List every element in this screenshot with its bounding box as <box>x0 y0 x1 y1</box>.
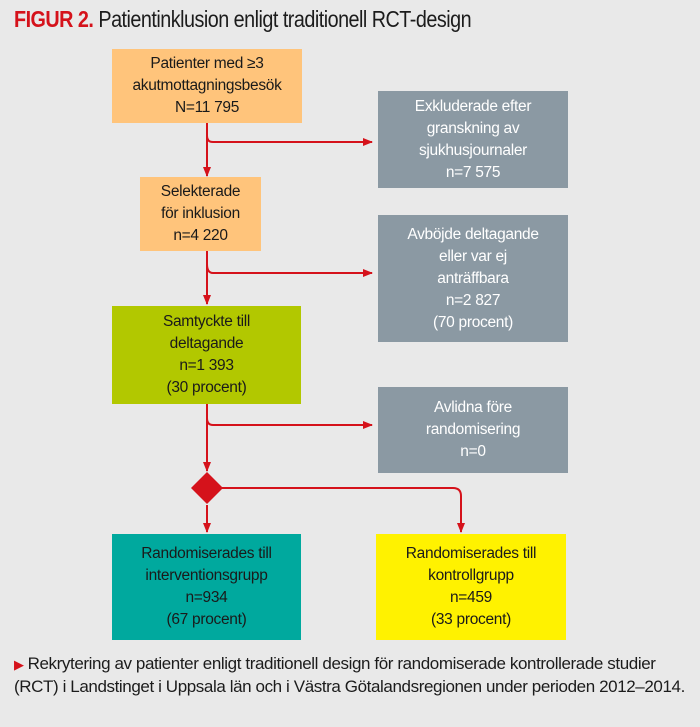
randomization-diamond <box>191 472 223 504</box>
arrow-consented-to-deceased <box>206 417 373 429</box>
arrow-patients-to-excluded <box>206 135 373 146</box>
caption-text: Rekrytering av patienter enligt traditio… <box>14 654 685 696</box>
box-deceased-line: n=0 <box>460 443 486 460</box>
box-excluded-line: Exkluderade efter <box>414 97 532 115</box>
box-declined-line: n=2 827 <box>445 291 501 309</box>
arrow-selected-to-declined <box>206 263 373 277</box>
box-intervention-line: n=934 <box>185 589 228 606</box>
box-intervention-line: Randomiserades till <box>141 545 272 562</box>
figure-title: FIGUR 2. Patientinklusion enligt traditi… <box>14 6 472 33</box>
figure-title-text: Patientinklusion enligt traditionell RCT… <box>98 6 472 32</box>
box-patients: Patienter med ≥3 akutmottagningsbesök N=… <box>112 49 302 123</box>
figure-label: FIGUR 2. <box>14 6 94 32</box>
box-control-line: kontrollgrupp <box>428 567 514 584</box>
box-selected-line: Selekterade <box>160 183 241 200</box>
box-selected: Selekterade för inklusion n=4 220 <box>140 177 261 251</box>
arrow-randomization-to-control <box>222 487 465 533</box>
box-control-line: n=459 <box>449 589 493 606</box>
box-control-line: Randomiserades till <box>405 545 537 562</box>
box-consented: Samtyckte till deltagande n=1 393 (30 pr… <box>112 306 301 404</box>
box-excluded-line: n=7 575 <box>445 163 501 181</box>
box-declined-line: anträffbara <box>437 269 509 287</box>
box-patients-line: N=11 795 <box>174 99 240 116</box>
box-patients-line: Patienter med ≥3 <box>150 55 264 72</box>
box-excluded-line: sjukhusjournaler <box>418 141 528 159</box>
box-control: Randomiserades till kontrollgrupp n=459 … <box>376 534 566 640</box>
box-deceased: Avlidna före randomisering n=0 <box>378 387 568 473</box>
box-declined-line: eller var ej <box>439 247 507 265</box>
box-intervention-line: (67 procent) <box>166 611 247 628</box>
box-excluded-line: granskning av <box>426 119 520 137</box>
box-declined-line: Avböjde deltagande <box>407 225 539 243</box>
box-declined-line: (70 procent) <box>433 313 513 331</box>
box-consented-line: Samtyckte till <box>162 313 251 330</box>
box-patients-line: akutmottagningsbesök <box>132 77 282 94</box>
box-consented-line: (30 procent) <box>166 379 247 396</box>
box-selected-line: n=4 220 <box>173 227 228 244</box>
box-control-line: (33 procent) <box>431 611 511 628</box>
box-deceased-line: randomisering <box>425 421 521 438</box>
box-selected-line: för inklusion <box>161 205 240 222</box>
caption-triangle-icon: ▶ <box>14 657 24 672</box>
box-declined: Avböjde deltagande eller var ej anträffb… <box>378 215 568 342</box>
box-consented-line: n=1 393 <box>179 357 234 374</box>
box-excluded: Exkluderade efter granskning av sjukhusj… <box>378 91 568 188</box>
figure-caption: ▶Rekrytering av patienter enligt traditi… <box>14 653 700 698</box>
box-intervention: Randomiserades till interventionsgrupp n… <box>112 534 301 640</box>
box-deceased-line: Avlidna före <box>434 399 512 416</box>
box-consented-line: deltagande <box>169 335 244 352</box>
box-intervention-line: interventionsgrupp <box>145 567 268 584</box>
